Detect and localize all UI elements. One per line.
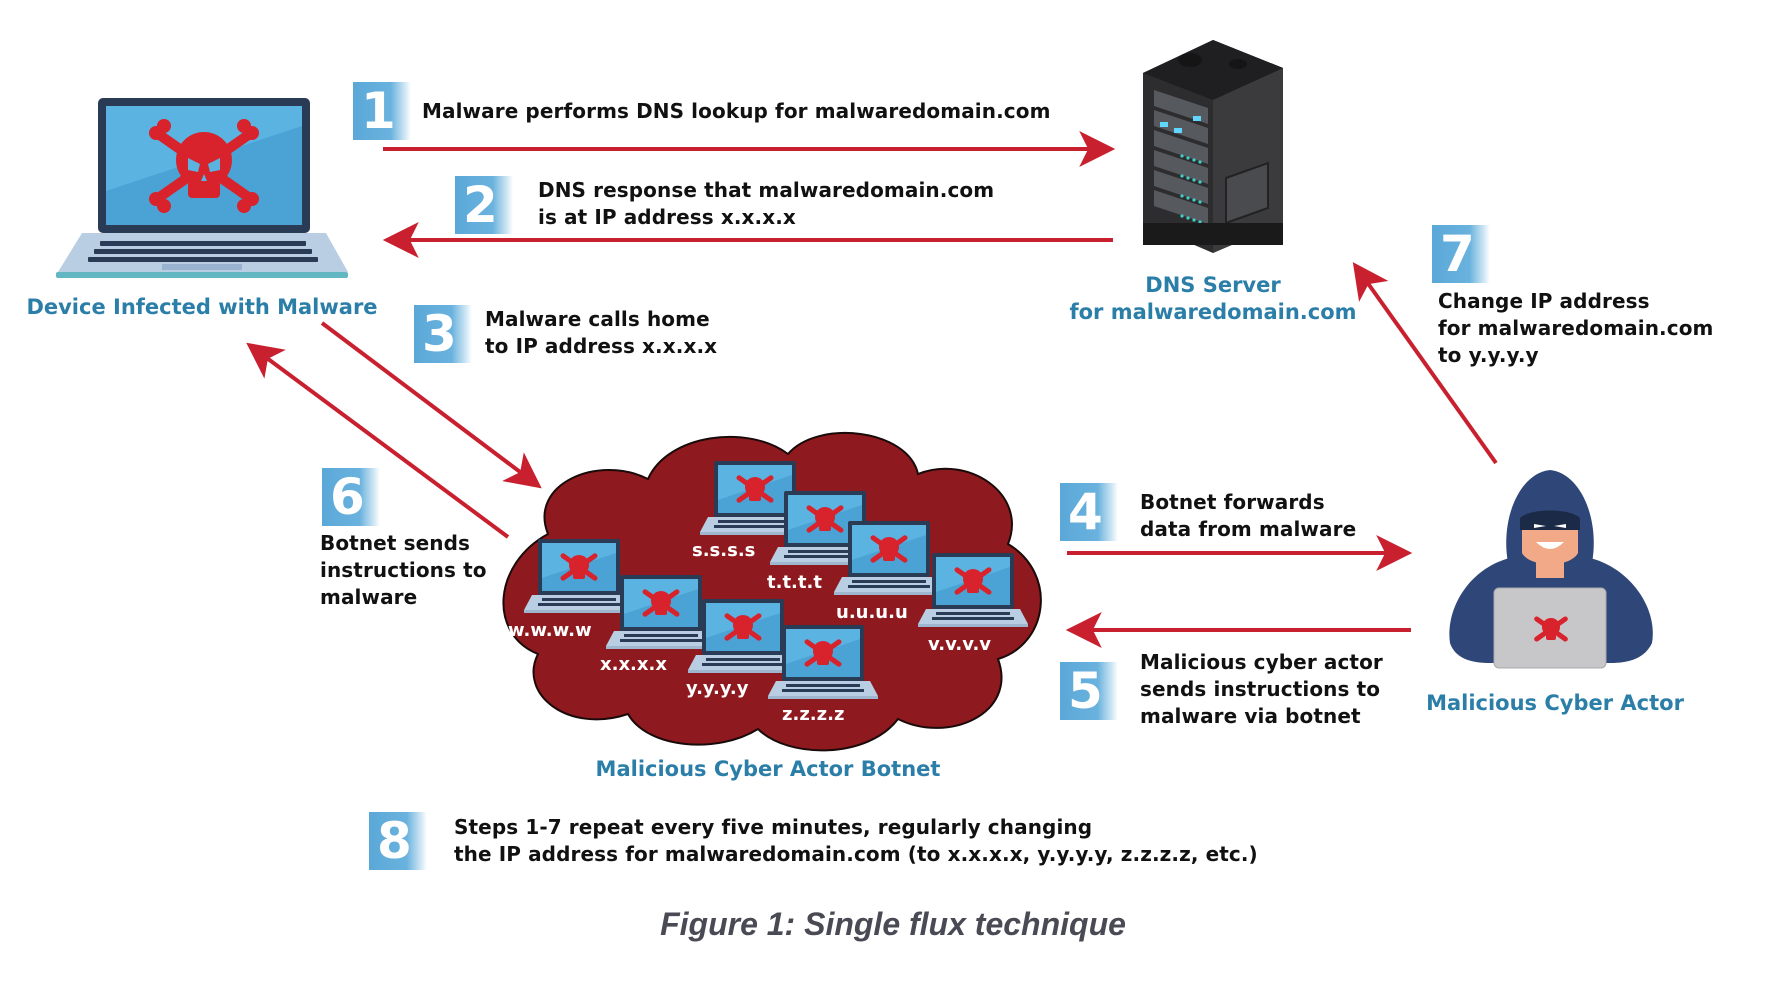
infected-device-label: Device Infected with Malware: [26, 295, 378, 319]
step-7-number: 7: [1432, 225, 1490, 283]
arrow-step-6: [246, 342, 510, 539]
step-4-text: Botnet forwards data from malware: [1140, 489, 1356, 543]
bot-ip-label: x.x.x.x: [600, 654, 667, 675]
step-2-text: DNS response that malwaredomain.com is a…: [538, 177, 994, 231]
bot-ip-label: v.v.v.v: [928, 634, 992, 655]
arrow-step-3: [320, 321, 542, 489]
step-3-line-2: to IP address x.x.x.x: [485, 334, 718, 358]
step-5-line-1: Malicious cyber actor: [1140, 650, 1383, 674]
step-7-line-1: Change IP address: [1438, 289, 1650, 313]
bot-ip-label: w.w.w.w: [508, 620, 592, 641]
bot-laptop-icon: [524, 539, 634, 613]
step-1-text: Malware performs DNS lookup for malwared…: [422, 98, 1051, 125]
botnet-label: Malicious Cyber Actor Botnet: [595, 757, 941, 781]
step-8-line-1: Steps 1-7 repeat every five minutes, reg…: [454, 815, 1093, 839]
step-6-line-1: Botnet sends: [320, 531, 470, 555]
bot-laptop-icon: [918, 553, 1028, 627]
bot-ip-label: u.u.u.u: [836, 602, 908, 623]
bot-ip-label: t.t.t.t: [767, 572, 822, 593]
step-2-line-2: is at IP address x.x.x.x: [538, 205, 796, 229]
bot-laptop-icon: [606, 575, 716, 649]
step-5-line-3: malware via botnet: [1140, 704, 1361, 728]
server-icon: [1143, 40, 1283, 253]
step-5-line-2: sends instructions to: [1140, 677, 1381, 701]
step-1-number: 1: [353, 82, 411, 140]
infected-laptop-icon: [56, 98, 348, 278]
step-8-text: Steps 1-7 repeat every five minutes, reg…: [454, 814, 1258, 868]
arrow-step-7: [1352, 262, 1498, 465]
step-3-number: 3: [414, 305, 472, 363]
step-6-line-3: malware: [320, 585, 418, 609]
dns-server-label-line-1: DNS Server: [1145, 273, 1281, 297]
step-8-number: 8: [369, 812, 427, 870]
step-7-line-2: for malwaredomain.com: [1438, 316, 1714, 340]
step-5-text: Malicious cyber actor sends instructions…: [1140, 649, 1383, 730]
step-6-line-2: instructions to: [320, 558, 487, 582]
step-4-line-2: data from malware: [1140, 517, 1357, 541]
bot-ip-label: y.y.y.y: [686, 678, 749, 699]
bot-ip-label: z.z.z.z: [782, 704, 845, 725]
step-7-line-3: to y.y.y.y: [1438, 343, 1539, 367]
bot-laptop-icon: [834, 521, 944, 595]
step-6-text: Botnet sends instructions to malware: [320, 530, 487, 611]
step-7-text: Change IP address for malwaredomain.com …: [1438, 288, 1713, 369]
step-4-line-1: Botnet forwards: [1140, 490, 1325, 514]
step-4-number: 4: [1060, 483, 1118, 541]
hooded-hacker-icon: [1449, 470, 1653, 669]
step-6-number: 6: [322, 468, 380, 526]
bot-laptop-icon: [688, 599, 798, 673]
dns-server-label: DNS Server for malwaredomain.com: [1063, 272, 1363, 326]
bot-ip-label: s.s.s.s: [692, 540, 756, 561]
step-1-line-1: Malware performs DNS lookup for malwared…: [422, 99, 1051, 123]
step-8-line-2: the IP address for malwaredomain.com (to…: [454, 842, 1258, 866]
step-3-text: Malware calls home to IP address x.x.x.x: [485, 306, 717, 360]
bot-laptop-icon: [700, 461, 810, 535]
step-2-line-1: DNS response that malwaredomain.com: [538, 178, 995, 202]
cloud-icon: [502, 432, 1042, 752]
dns-server-label-line-2: for malwaredomain.com: [1069, 300, 1357, 324]
step-5-number: 5: [1060, 662, 1118, 720]
bot-laptop-icon: [770, 491, 880, 565]
cyber-actor-label: Malicious Cyber Actor: [1426, 691, 1684, 715]
step-2-number: 2: [455, 176, 513, 234]
step-3-line-1: Malware calls home: [485, 307, 710, 331]
bot-laptop-icon: [768, 625, 878, 699]
figure-caption: Figure 1: Single flux technique: [660, 906, 1126, 942]
